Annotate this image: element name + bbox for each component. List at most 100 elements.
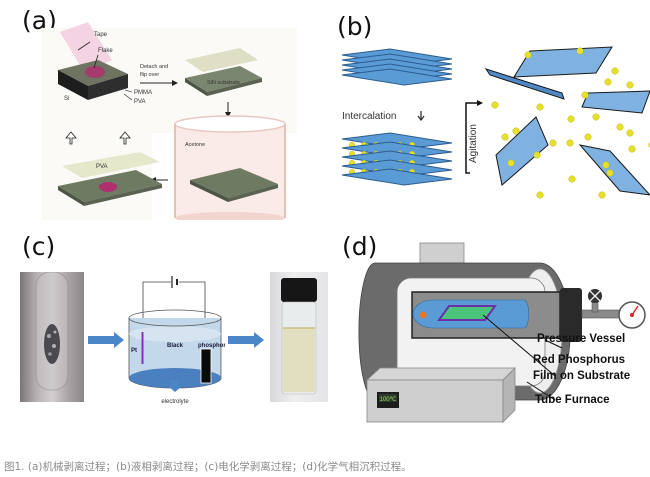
tape-label: Tape xyxy=(94,32,108,38)
sin-substrate-right xyxy=(207,78,262,96)
panel-label-b: (b) xyxy=(337,12,373,41)
beaker-base xyxy=(129,368,221,388)
acetone-label: Acetone xyxy=(185,142,205,148)
red-phosphorus-source xyxy=(419,311,427,319)
bp-dispersion xyxy=(283,328,315,392)
intercalant-ball xyxy=(567,115,575,123)
beaker-bottom xyxy=(175,212,285,220)
panel-a-diagram: Tape Flake Si PMMA PVA Detach and flip o… xyxy=(42,22,297,220)
black-label: Black xyxy=(167,343,184,349)
detach-label: Detach and xyxy=(140,64,168,70)
pt-label: Pt xyxy=(131,348,137,354)
red-phosphorus-label-line1: Red Phosphorus xyxy=(533,354,626,366)
agitation-arrowhead xyxy=(477,100,483,106)
electrolyte-arrow-icon xyxy=(168,380,182,392)
phosphorus-label: phosphorus xyxy=(198,343,225,349)
intercalant-ball xyxy=(536,191,544,199)
flake-label: Flake xyxy=(98,48,113,54)
sheet-layer xyxy=(341,68,453,86)
electrolyte-label: electrolyte xyxy=(161,399,189,405)
panel-label-d: (d) xyxy=(342,232,378,261)
beaker-rim-c xyxy=(128,309,222,327)
intercalant-ball xyxy=(533,151,541,159)
pva-label: PVA xyxy=(134,99,146,105)
panel-d-callouts xyxy=(482,314,563,401)
base-side xyxy=(502,367,516,423)
flake-shape xyxy=(85,66,105,78)
layered-stack xyxy=(341,48,453,86)
final-substrate-right xyxy=(84,184,162,206)
down-arrowhead xyxy=(225,112,231,118)
tube-furnace-label: Tube Furnace xyxy=(535,394,610,406)
tube-furnace-pointer xyxy=(526,381,556,401)
intercalant-ball xyxy=(626,81,634,89)
intercalant-ball xyxy=(628,145,636,153)
pva-pointer xyxy=(123,93,133,101)
vial-graphic xyxy=(281,278,317,395)
red-phosphorus-label-line2: Film on Substrate xyxy=(533,370,631,382)
lift-arrow-right-icon xyxy=(119,131,131,145)
panel-b-diagram: Intercalation Agitation xyxy=(341,46,650,199)
flake-pointer xyxy=(93,54,99,69)
intercalant-ball xyxy=(512,127,520,135)
sheet-layer xyxy=(341,168,453,186)
intercalant-ball xyxy=(592,113,600,121)
intercalant-ball xyxy=(536,103,544,111)
beaker-rim xyxy=(174,115,286,133)
test-tube-graphic xyxy=(35,271,69,391)
pmma-label: PMMA xyxy=(134,90,152,96)
gauge-pivot xyxy=(630,313,634,317)
agitation-bracket xyxy=(465,102,478,174)
intercalant-ball xyxy=(584,133,592,141)
substrate-film xyxy=(437,305,497,321)
tape-shape xyxy=(60,22,112,72)
si-block-left xyxy=(58,70,88,100)
si-block-right xyxy=(88,74,128,100)
vial-cap xyxy=(281,278,317,302)
intercalant-ball xyxy=(602,161,610,169)
exfoliated-sheet xyxy=(513,46,613,78)
electrolyte-surface xyxy=(129,326,221,342)
vial-photo xyxy=(270,272,328,402)
pressure-vessel-label: Pressure Vessel xyxy=(537,333,626,345)
tape-pointer xyxy=(77,41,91,51)
pva-film-lifted xyxy=(62,152,160,178)
intercalant-ball xyxy=(576,47,584,55)
agitation-label: Agitation xyxy=(468,124,479,163)
arrow-right-1-icon xyxy=(88,332,124,348)
intercalant-ball xyxy=(524,51,532,59)
intercalation-arrow-icon xyxy=(417,111,425,122)
intercalant-particles xyxy=(491,47,650,199)
intercalant-ball xyxy=(549,139,557,147)
exfoliated-sheet xyxy=(495,116,549,186)
detach-arrowhead xyxy=(172,80,178,86)
figure-caption: 图1. (a)机械剥离过程；(b)液相剥离过程；(c)电化学剥离过程；(d)化学… xyxy=(4,461,412,473)
test-tube-photo xyxy=(20,271,84,402)
flip-label: flip over xyxy=(140,72,159,78)
intercalant-ball xyxy=(501,133,509,141)
furnace-controller-base: 100℃ xyxy=(365,367,516,423)
intercalant-ball xyxy=(581,91,589,99)
exfoliated-sheet xyxy=(578,144,650,196)
pt-electrode xyxy=(141,332,144,364)
vessel-cap xyxy=(560,288,582,342)
intercalant-ball xyxy=(604,78,612,86)
electrochemical-cell-diagram: Pt Black phosphorus electrolyte xyxy=(128,276,225,405)
intercalation-label: Intercalation xyxy=(342,111,396,122)
intercalant-ball xyxy=(616,123,624,131)
acetone-substrate-left xyxy=(190,180,228,202)
acetone-substrate-top xyxy=(190,168,278,198)
pva-film-top xyxy=(185,48,258,72)
panel-label-c: (c) xyxy=(22,232,56,261)
sin-substrate-left xyxy=(185,78,207,96)
temperature-readout: 100℃ xyxy=(380,397,397,403)
sin-substrate-top xyxy=(185,66,262,92)
exfoliated-sheet xyxy=(581,90,650,114)
black-phosphorus-crystals xyxy=(44,324,60,364)
si-label: Si xyxy=(64,96,69,102)
black-phosphorus-electrode xyxy=(200,348,212,384)
pressure-vessel-pointer xyxy=(544,339,563,349)
sin-substrate-label: SiN substrate xyxy=(207,80,240,86)
transferred-flake xyxy=(99,182,117,192)
red-phosphorus-pointer xyxy=(482,314,556,377)
